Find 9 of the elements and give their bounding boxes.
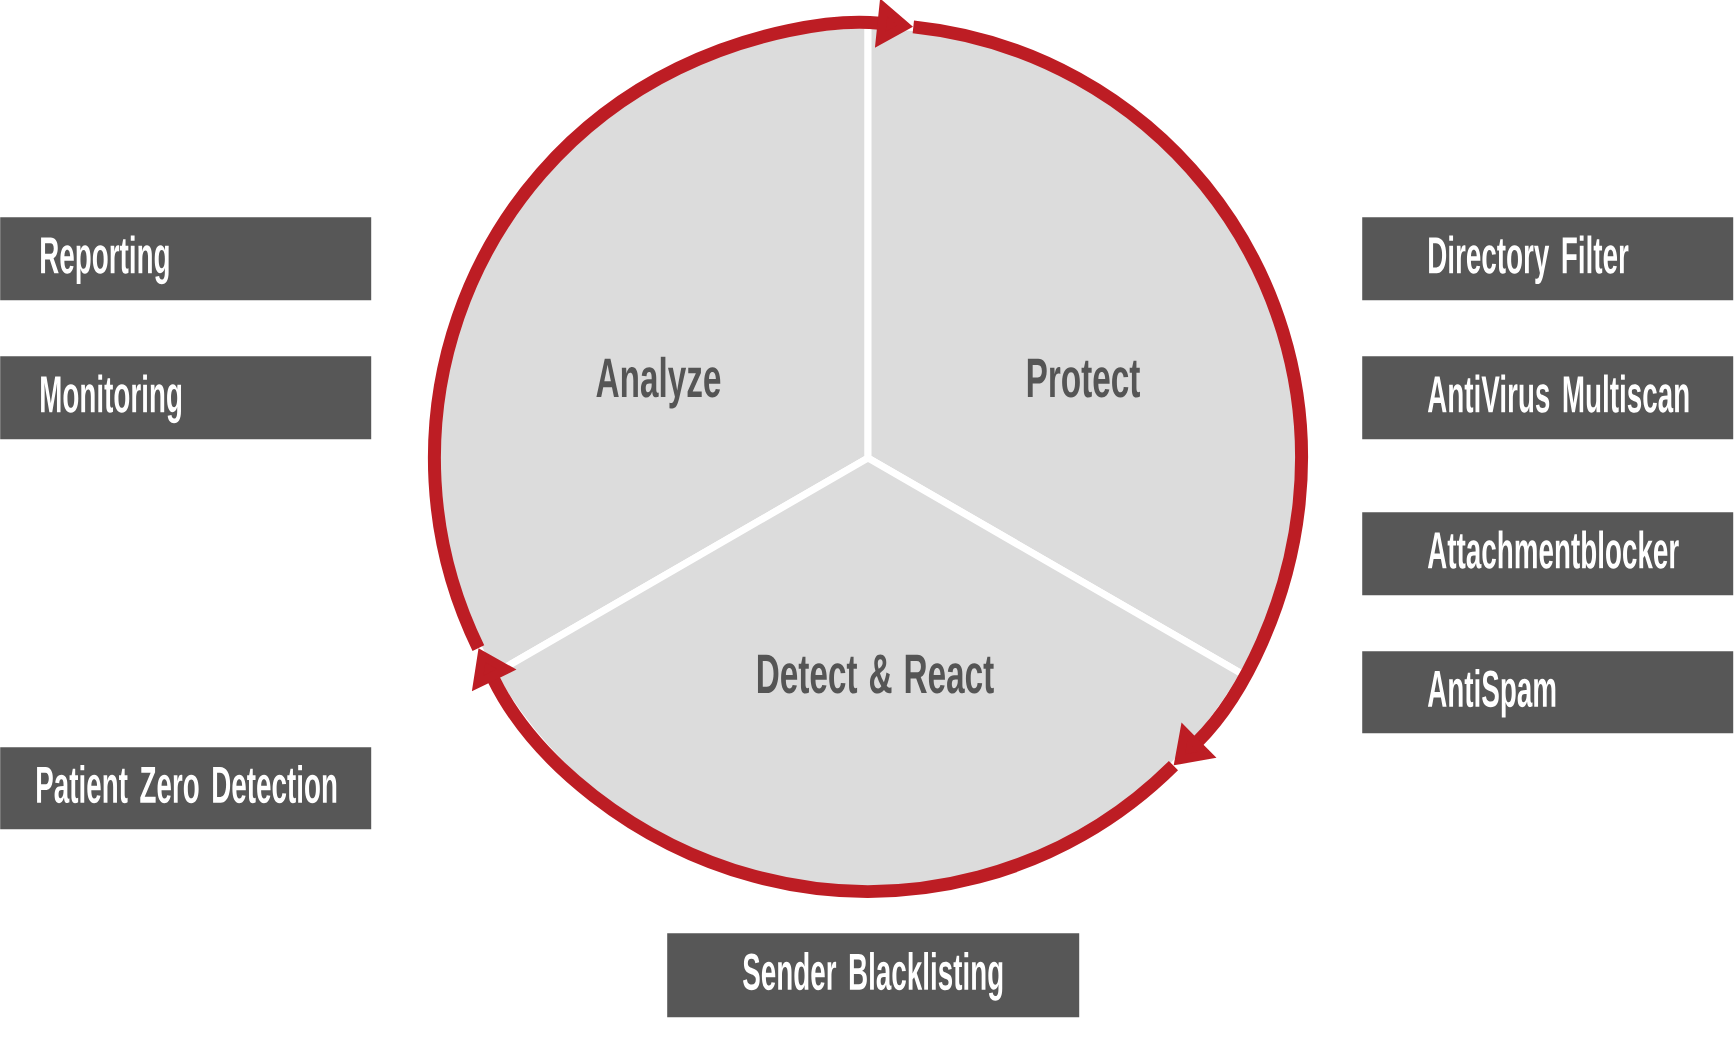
label-box: Reporting — [0, 217, 372, 301]
label-box: Directory Filter — [1362, 217, 1734, 301]
label-box: AntiVirus Multiscan — [1362, 356, 1734, 440]
circle-sector: Detect & React — [489, 454, 1247, 895]
label-box: Attachmentblocker — [1362, 512, 1734, 596]
label-box: Patient Zero Detection — [0, 747, 372, 830]
label-box: Monitoring — [0, 356, 372, 440]
label-box: AntiSpam — [1362, 651, 1734, 734]
label-box: Sender Blacklisting — [667, 933, 1080, 1018]
